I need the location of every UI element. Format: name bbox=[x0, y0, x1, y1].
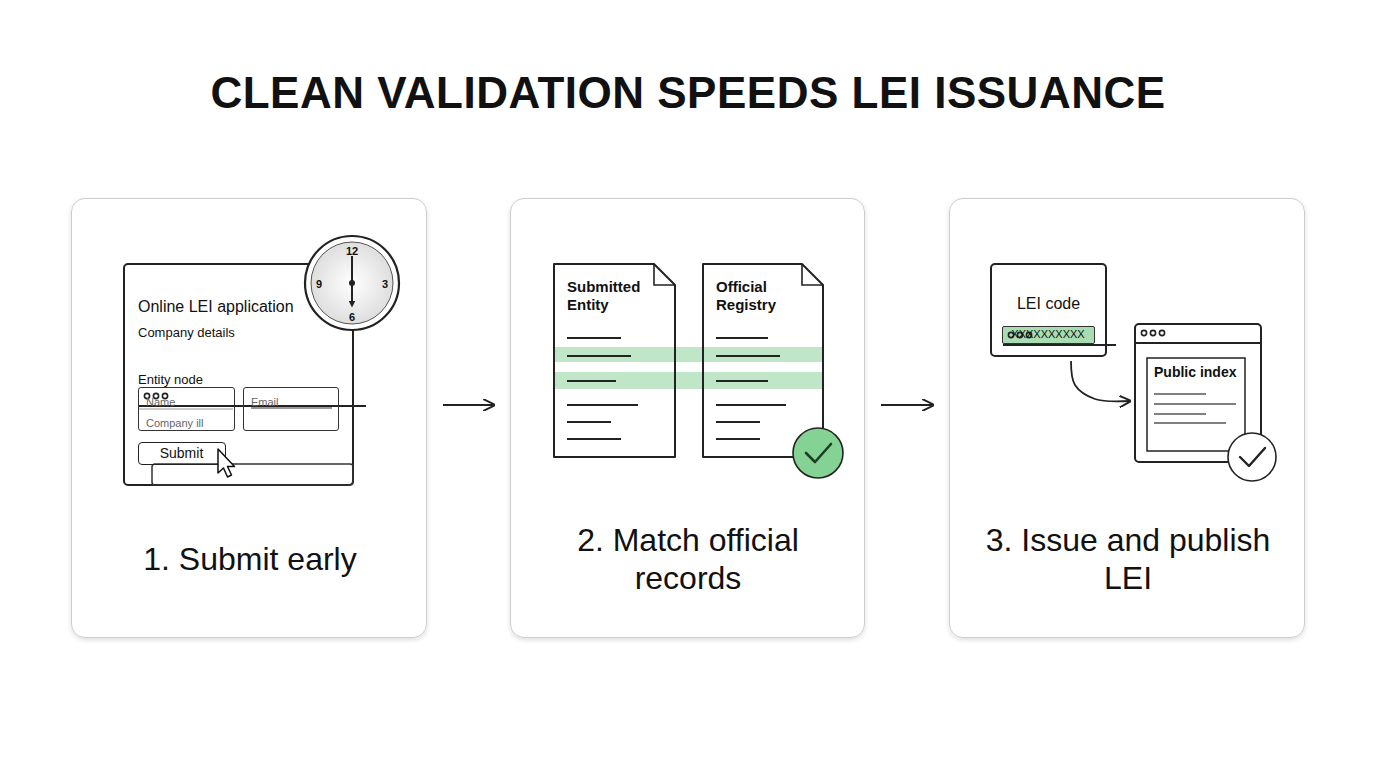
step-label: 2. Match official records bbox=[543, 521, 833, 597]
node-text: Name bbox=[146, 396, 175, 409]
index-line bbox=[1154, 403, 1236, 405]
document-line bbox=[567, 438, 621, 440]
text-wrap: Email bbox=[251, 392, 279, 410]
clock-rim bbox=[305, 236, 399, 330]
document-line bbox=[716, 355, 780, 357]
text-wrap: Name bbox=[146, 392, 175, 410]
step-panel: XXXXXXXXXX LEI codePublic index 3. Issue a… bbox=[949, 198, 1305, 638]
check-mark bbox=[1240, 448, 1265, 466]
flow-arrow bbox=[1071, 361, 1130, 401]
node-text: Official Registry bbox=[716, 278, 802, 314]
node-text: Online LEI application bbox=[138, 297, 294, 316]
input-field: Email bbox=[243, 387, 339, 431]
document-line bbox=[567, 404, 638, 406]
step-label: 3. Issue and publish LEI bbox=[983, 521, 1273, 597]
node-text: Email bbox=[251, 396, 279, 409]
text-wrap: LEI code bbox=[992, 291, 1105, 315]
text-wrap: Company details bbox=[138, 323, 235, 341]
text-wrap: Submit bbox=[139, 443, 224, 463]
text-wrap: Public index bbox=[1154, 363, 1236, 381]
node-outline bbox=[244, 388, 340, 432]
clock-number: 3 bbox=[382, 278, 388, 290]
document-line bbox=[567, 355, 631, 357]
document-fold bbox=[654, 264, 675, 285]
match-band bbox=[553, 372, 823, 389]
index-line bbox=[1154, 413, 1206, 415]
label-wrap: 3 bbox=[382, 274, 388, 292]
document-line bbox=[567, 421, 611, 423]
text-wrap: 1. Submit early bbox=[105, 504, 395, 614]
check-mark bbox=[806, 444, 831, 462]
document-line bbox=[567, 380, 616, 382]
match-band bbox=[553, 347, 823, 362]
document-outline bbox=[554, 264, 675, 457]
document-line bbox=[716, 337, 768, 339]
diagram-title: CLEAN VALIDATION SPEEDS LEI ISSUANCE bbox=[210, 67, 1165, 119]
text-wrap: 3. Issue and publish LEI bbox=[983, 504, 1273, 614]
window-dot bbox=[1159, 330, 1164, 335]
document-outline bbox=[703, 264, 823, 457]
node-text: XXXXXXXXXX bbox=[1011, 328, 1084, 341]
title-wrap: CLEAN VALIDATION SPEEDS LEI ISSUANCE bbox=[0, 67, 1376, 119]
index-line bbox=[1154, 422, 1226, 424]
index-sheet bbox=[1147, 358, 1245, 451]
node-text: Company ill bbox=[146, 417, 203, 430]
document-line bbox=[716, 380, 768, 382]
label-wrap: 12 bbox=[346, 241, 358, 259]
check-badge bbox=[793, 428, 843, 478]
clock-center bbox=[349, 280, 355, 286]
node-text: LEI code bbox=[1017, 294, 1080, 313]
submit-button: Submit bbox=[138, 442, 226, 465]
document-line bbox=[716, 438, 760, 440]
text-wrap: Online LEI application bbox=[138, 297, 294, 316]
flow-arrow bbox=[443, 404, 494, 406]
clock-number: 6 bbox=[349, 311, 355, 323]
input-field bbox=[152, 464, 353, 485]
clock-number: 12 bbox=[346, 245, 358, 257]
flow-arrow bbox=[881, 404, 933, 406]
text-wrap: Company ill bbox=[146, 413, 203, 431]
document-fold bbox=[802, 264, 823, 285]
label-wrap: 6 bbox=[349, 307, 355, 325]
node-text: Submit bbox=[160, 445, 204, 461]
field-divider bbox=[139, 409, 233, 410]
window-bar bbox=[1003, 344, 1116, 346]
document-line bbox=[567, 337, 621, 339]
lei-code-box: XXXXXXXXXX bbox=[1002, 326, 1095, 344]
text-wrap: Submitted Entity bbox=[567, 278, 653, 314]
mouse-cursor bbox=[218, 449, 235, 477]
node-text: Submitted Entity bbox=[567, 278, 653, 314]
node-text: Company details bbox=[138, 325, 235, 341]
clock-face bbox=[311, 242, 393, 324]
document-line bbox=[716, 421, 760, 423]
window-dot bbox=[1141, 330, 1146, 335]
label-wrap: 9 bbox=[316, 274, 322, 292]
node-text: Entity node bbox=[138, 372, 203, 388]
text-wrap: Official Registry bbox=[716, 278, 802, 314]
window-bar bbox=[1136, 342, 1260, 344]
index-line bbox=[1154, 393, 1206, 395]
text-wrap: 2. Match official records bbox=[543, 504, 833, 614]
text-wrap: Entity node bbox=[138, 370, 203, 388]
node-outline bbox=[511, 199, 811, 349]
code-window: XXXXXXXXXX LEI code bbox=[990, 263, 1107, 357]
step-label: 1. Submit early bbox=[143, 540, 356, 578]
node-outline bbox=[950, 199, 1250, 349]
text-wrap: XXXXXXXXXX bbox=[1003, 327, 1093, 342]
document-line bbox=[716, 404, 786, 406]
step-panel: Submitted Entity Official Registry 2. Matc… bbox=[510, 198, 865, 638]
document-card: Official Registry bbox=[702, 263, 824, 458]
node-text: Public index bbox=[1154, 364, 1236, 380]
input-field: NameCompany ill bbox=[138, 387, 235, 431]
document-card: Submitted Entity bbox=[553, 263, 676, 458]
window-dot bbox=[1150, 330, 1155, 335]
check-badge bbox=[1228, 433, 1276, 481]
clock-number: 9 bbox=[316, 278, 322, 290]
